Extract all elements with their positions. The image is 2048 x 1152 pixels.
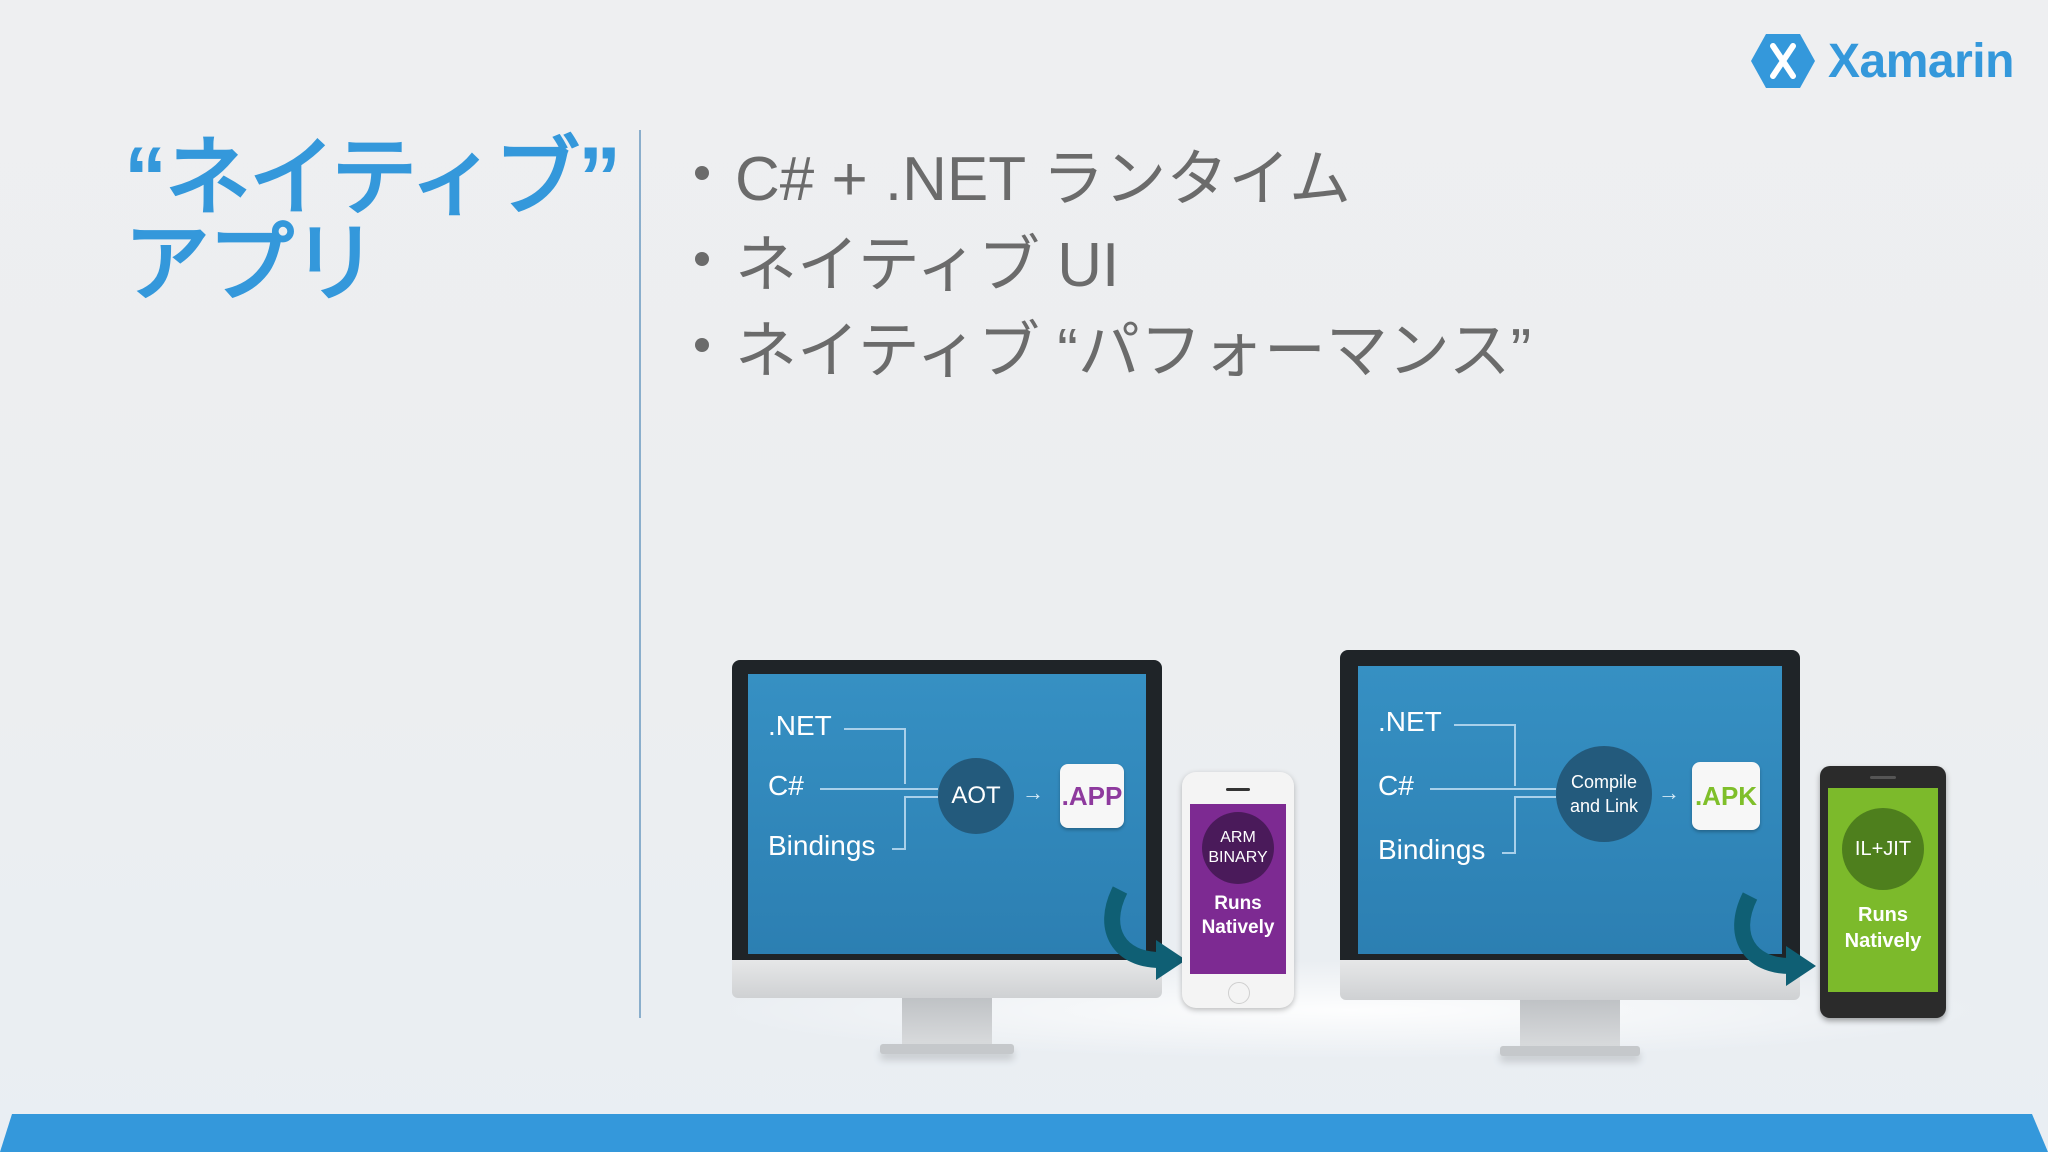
monitor-foot (880, 1044, 1014, 1054)
connector-line (904, 796, 938, 798)
output-label: .APP (1062, 781, 1123, 812)
bullet-item: ネイティブ UI (695, 216, 1531, 302)
connector-line (904, 728, 906, 784)
connector-line (1514, 796, 1516, 852)
output-package-app: .APP (1060, 764, 1124, 828)
phone-screen: ARM BINARY Runs Natively (1190, 804, 1286, 974)
small-arrow-icon: → (1658, 780, 1680, 806)
bullet-item: ネイティブ “パフォーマンス” (695, 302, 1531, 388)
caption-line-2: Natively (1845, 928, 1922, 954)
ios-monitor: .NET C# Bindings AOT → .APP (732, 660, 1162, 1060)
caption-line-1: Runs (1845, 902, 1922, 928)
input-label-bindings: Bindings (768, 830, 875, 862)
input-label-dotnet: .NET (768, 710, 832, 742)
output-package-apk: .APK (1692, 762, 1760, 830)
il-jit-badge: IL+JIT (1842, 808, 1924, 890)
output-label: .APK (1695, 781, 1757, 812)
connector-line (1514, 796, 1556, 798)
curved-arrow-icon (1730, 886, 1820, 986)
connector-line (1454, 724, 1516, 726)
monitor-neck (1520, 1000, 1620, 1048)
connector-line (844, 728, 906, 730)
bullet-text: ネイティブ UI (735, 214, 1119, 304)
title-line-2: アプリ (124, 221, 584, 307)
bullet-list: C# + .NET ランタイム ネイティブ UI ネイティブ “パフォーマンス” (695, 130, 1531, 388)
monitor-neck (902, 998, 992, 1046)
badge-line-1: ARM (1208, 828, 1267, 848)
badge-line-2: BINARY (1208, 848, 1267, 868)
process-circle-compile: Compile and Link (1556, 746, 1652, 842)
curved-arrow-icon (1100, 880, 1190, 980)
process-circle-aot: AOT (938, 758, 1014, 834)
runs-natively-caption: Runs Natively (1845, 902, 1922, 954)
caption-line-1: Runs (1202, 892, 1275, 916)
android-monitor: .NET C# Bindings Compile and Link → .APK (1340, 650, 1800, 1060)
vertical-divider (639, 130, 641, 1018)
slide-title: “ネイティブ” アプリ (124, 135, 584, 307)
monitor-foot (1500, 1046, 1640, 1056)
bullet-dot (695, 252, 709, 266)
title-line-1: “ネイティブ” (124, 135, 584, 221)
input-label-csharp: C# (1378, 770, 1414, 802)
monitor-chin (732, 960, 1162, 998)
input-label-bindings: Bindings (1378, 834, 1485, 866)
badge-text: IL+JIT (1855, 838, 1911, 861)
process-line-1: Compile (1570, 770, 1638, 794)
connector-line (892, 848, 906, 850)
xamarin-hexagon-icon (1750, 32, 1816, 90)
bullet-item: C# + .NET ランタイム (695, 130, 1531, 216)
bottom-accent-bar (0, 1114, 2048, 1152)
logo-text: Xamarin (1828, 34, 2014, 89)
caption-line-2: Natively (1202, 916, 1275, 940)
runs-natively-caption: Runs Natively (1202, 892, 1275, 940)
phone-screen: IL+JIT Runs Natively (1828, 788, 1938, 992)
small-arrow-icon: → (1022, 780, 1044, 806)
arm-binary-badge: ARM BINARY (1202, 812, 1274, 884)
xamarin-logo: Xamarin (1750, 26, 2014, 96)
input-label-dotnet: .NET (1378, 706, 1442, 738)
connector-line (820, 788, 938, 790)
bullet-dot (695, 166, 709, 180)
connector-line (1514, 724, 1516, 786)
bullet-dot (695, 338, 709, 352)
connector-line (904, 796, 906, 848)
compilation-diagram: .NET C# Bindings AOT → .APP (700, 560, 2000, 1060)
android-phone: IL+JIT Runs Natively (1820, 766, 1946, 1018)
home-button (1228, 982, 1250, 1004)
process-label: AOT (951, 782, 1000, 810)
process-line-2: and Link (1570, 794, 1638, 818)
input-label-csharp: C# (768, 770, 804, 802)
connector-line (1502, 852, 1516, 854)
iphone: ARM BINARY Runs Natively (1182, 772, 1294, 1008)
phone-speaker (1226, 788, 1250, 791)
bullet-text: C# + .NET ランタイム (735, 128, 1351, 218)
phone-speaker (1870, 776, 1896, 779)
connector-line (1430, 788, 1556, 790)
bullet-text: ネイティブ “パフォーマンス” (735, 300, 1531, 390)
